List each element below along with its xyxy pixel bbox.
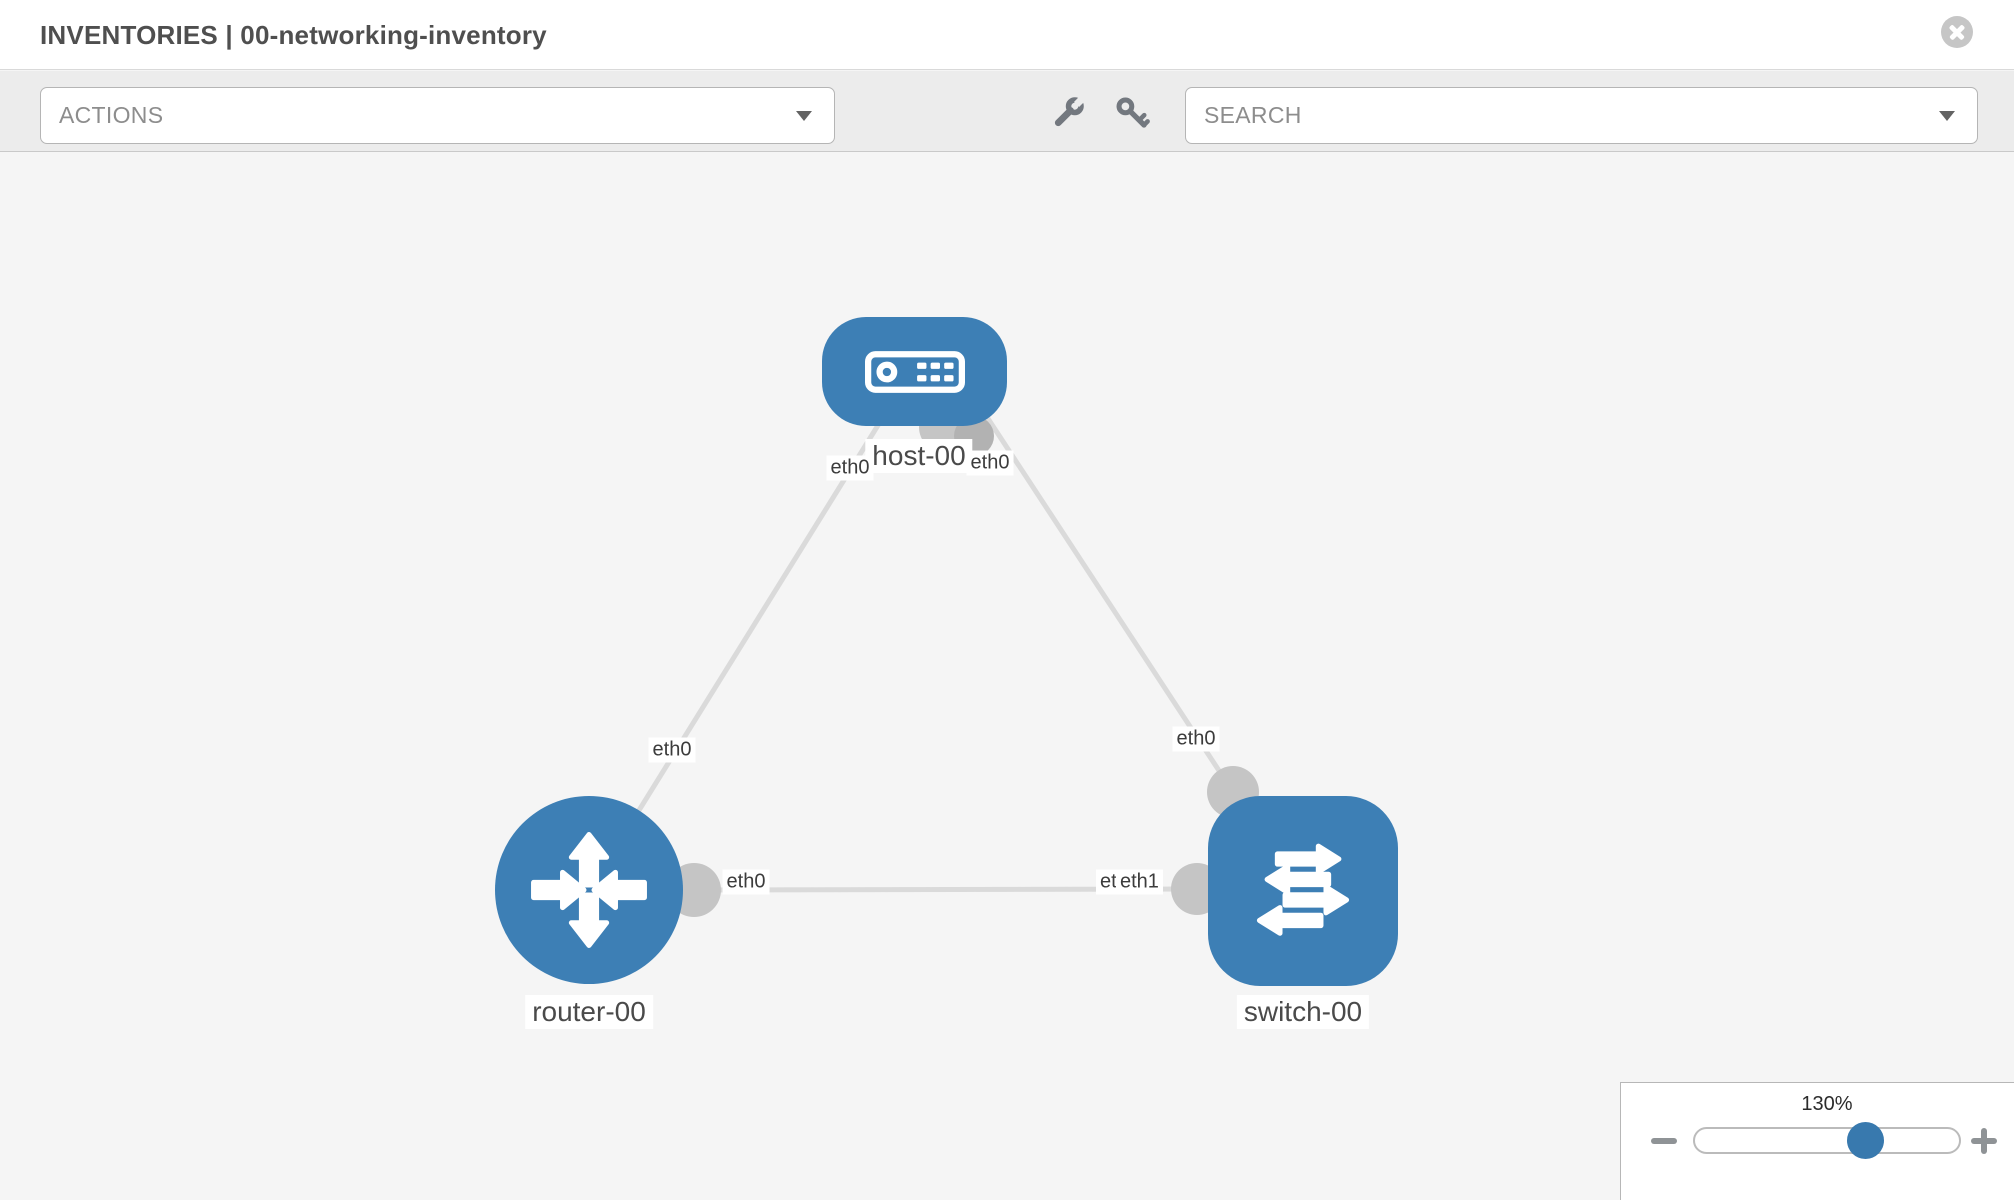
node-router-00[interactable] xyxy=(495,796,683,984)
switch-icon xyxy=(1256,843,1350,936)
node-host-00[interactable] xyxy=(822,317,1007,426)
search-dropdown-label: SEARCH xyxy=(1204,102,1302,128)
zoom-slider-thumb[interactable] xyxy=(1847,1122,1884,1159)
iface-label-switch-eth1: eth1 xyxy=(1116,869,1163,895)
page-title: INVENTORIES | 00-networking-inventory xyxy=(40,20,547,50)
node-label-router: router-00 xyxy=(525,995,653,1029)
link-host-router[interactable] xyxy=(607,412,888,859)
node-label-host: host-00 xyxy=(865,439,973,473)
zoom-level: 130% xyxy=(1801,1093,1853,1115)
node-label-switch: switch-00 xyxy=(1236,995,1370,1029)
close-icon[interactable] xyxy=(1941,16,1973,48)
key-icon[interactable] xyxy=(1110,91,1154,135)
actions-dropdown-label: ACTIONS xyxy=(59,102,164,128)
router-icon xyxy=(531,832,647,948)
topology-canvas[interactable]: host-00 router-00 switch-00 eth0 eth0 et… xyxy=(0,152,2014,1200)
search-dropdown[interactable]: SEARCH xyxy=(1185,87,1978,144)
wrench-icon[interactable] xyxy=(1046,91,1090,135)
zoom-panel: 130% xyxy=(1620,1082,2014,1200)
host-icon xyxy=(864,350,965,393)
iface-label-host-eth0-right: eth0 xyxy=(966,450,1014,476)
node-switch-00[interactable] xyxy=(1208,796,1398,986)
links-layer xyxy=(607,401,1259,917)
header-bar: INVENTORIES | 00-networking-inventory xyxy=(0,0,2014,70)
iface-label-switch-eth0-top: eth0 xyxy=(1172,726,1220,752)
chevron-down-icon xyxy=(796,110,812,121)
zoom-slider-track[interactable] xyxy=(1693,1122,1961,1159)
iface-label-host-eth0-left: eth0 xyxy=(826,455,874,481)
iface-label-router-eth0-top: eth0 xyxy=(648,737,696,763)
actions-dropdown[interactable]: ACTIONS xyxy=(40,87,835,144)
chevron-down-icon xyxy=(1939,110,1955,121)
iface-label-router-eth0-right: eth0 xyxy=(722,869,770,895)
toolbar: ACTIONS SEARCH xyxy=(0,71,2014,152)
